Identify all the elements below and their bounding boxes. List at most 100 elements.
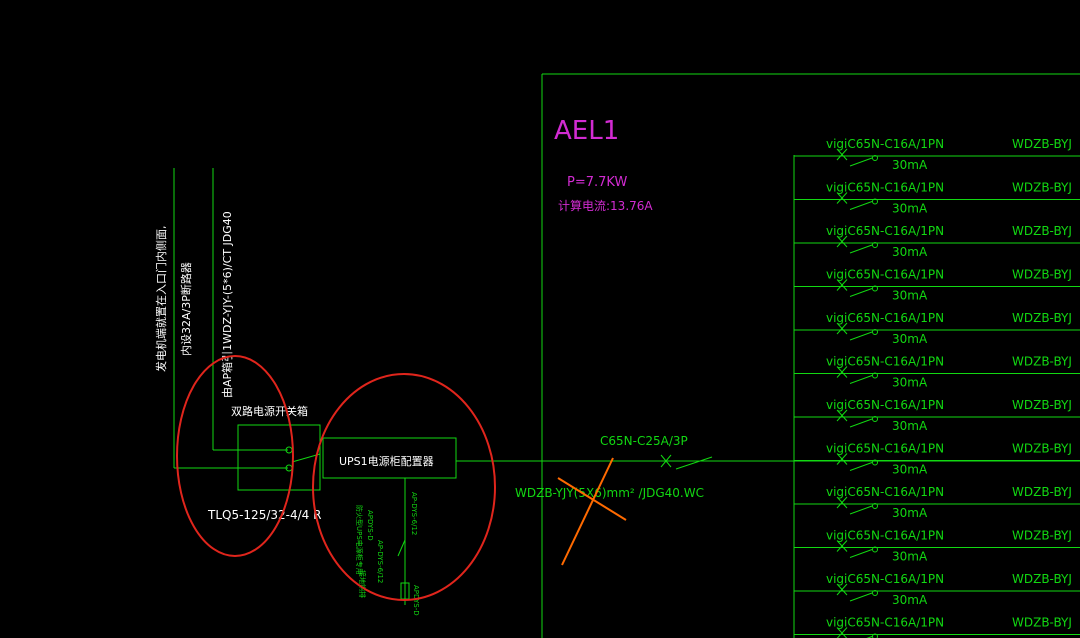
branch-breaker-x [836,583,848,596]
branch-cable-label: WDZB-BYJ [1012,485,1072,499]
ups-side-label-e: 接地铜排 [358,570,367,598]
incoming-feeder: 发电机端就置在入口门内侧面, 内设32A/3P断路器 由AP箱引1WDZ-YJY… [154,168,288,469]
branch-breaker-label: vigiC65N-C16A/1PN [826,355,944,369]
branch-leakage-label: 30mA [892,550,928,564]
branch-cable-label: WDZB-BYJ [1012,181,1072,195]
branch-circuits: vigiC65N-C16A/1PN 30mA WDZB-BYJ vigiC65N-C1… [794,137,1080,638]
branch-breaker-x [836,366,848,378]
ups-unit: UPS1电源柜配置器 AP-DYS-6/12 防火型UPS电源柜专用 APDYS… [322,437,1080,616]
generator-note: 发电机端就置在入口门内侧面, [154,226,168,373]
branch-switch-blade [849,462,873,471]
ups-side-label-c: APDYS-D [366,510,374,541]
markup-annotations [176,355,627,601]
branch-switch-blade [849,549,873,558]
branch-cable-label: WDZB-BYJ [1012,529,1072,543]
branch-leakage-label: 30mA [892,637,928,638]
branch-breaker-x [836,322,848,335]
branch-switch-contact [872,285,878,292]
branch-breaker-label: vigiC65N-C16A/1PN [826,137,944,151]
branch-leakage-label: 30mA [892,506,928,520]
branch-cable-label: WDZB-BYJ [1012,572,1072,586]
branch-breaker-x [836,148,848,161]
branch-switch-contact [872,198,878,205]
red-circle-switch [176,355,294,557]
switch-blade [291,453,321,463]
branch-leakage-label: 30mA [892,593,928,607]
breaker-note: 内设32A/3P断路器 [179,262,193,356]
branch-switch-contact [872,372,878,379]
branch-breaker-x [836,496,848,509]
red-circle-ups [312,373,496,601]
branch-cable-label: WDZB-BYJ [1012,137,1072,151]
branch-breaker-label: vigiC65N-C16A/1PN [826,442,944,456]
branch-breaker-label: vigiC65N-C16A/1PN [826,398,944,412]
orange-cross-b [557,477,627,521]
branch-switch-contact [872,242,878,248]
branch-breaker-label: vigiC65N-C16A/1PN [826,224,944,238]
branch-switch-contact [872,590,878,596]
branch-switch-contact [872,155,878,161]
branch-switch-blade [849,244,873,254]
main-breaker-blade [675,456,713,470]
branch-cable-label: WDZB-BYJ [1012,442,1072,456]
branch-switch-blade [849,375,873,384]
branch-leakage-label: 30mA [892,419,928,433]
panel-power: P=7.7KW [567,175,627,190]
branch-switch-contact [872,546,878,553]
panel-name: AEL1 [554,116,619,146]
branch-switch-contact [872,416,878,422]
panel-current: 计算电流:13.76A [558,198,653,213]
ups-down-switch [397,539,406,557]
ups-side-label-d: AP-DYS-6/12 [410,492,418,535]
branch-breaker-x [836,453,848,465]
branch-breaker-label: vigiC65N-C16A/1PN [826,572,944,586]
branch-breaker-label: vigiC65N-C16A/1PN [826,529,944,543]
ups-side-label-f: APDYS-D [412,585,420,616]
branch-breaker-x [836,540,848,552]
branch-switch-blade [849,418,873,428]
branch-switch-blade [849,331,873,341]
branch-breaker-label: vigiC65N-C16A/1PN [826,616,944,630]
branch-breaker-label: vigiC65N-C16A/1PN [826,181,944,195]
branch-leakage-label: 30mA [892,245,928,259]
branch-switch-contact [872,633,878,638]
branch-breaker-x [836,235,848,248]
switch-box [237,424,321,491]
branch-cable-label: WDZB-BYJ [1012,311,1072,325]
ups-label: UPS1电源柜配置器 [339,454,434,468]
branch-breaker-label: vigiC65N-C16A/1PN [826,485,944,499]
switch-title: 双路电源开关箱 [231,404,308,418]
branch-leakage-label: 30mA [892,376,928,390]
branch-breaker-x [836,192,848,204]
branch-cable-label: WDZB-BYJ [1012,616,1072,630]
panel-ael1: AEL1 P=7.7KW 计算电流:13.76A [541,73,1080,638]
branch-switch-contact [872,503,878,509]
branch-switch-blade [849,201,873,210]
branch-switch-blade [849,157,873,167]
ups-side-label-a: AP-DYS-6/12 [376,540,384,583]
main-breaker-x2 [660,454,672,468]
branch-cable-label: WDZB-BYJ [1012,398,1072,412]
branch-switch-blade [849,592,873,602]
branch-breaker-x [836,409,848,422]
main-cable-label: WDZB-YJY(5X6)mm² /JDG40.WC [515,486,704,500]
branch-breaker-label: vigiC65N-C16A/1PN [826,268,944,282]
branch-leakage-label: 30mA [892,332,928,346]
branch-cable-label: WDZB-BYJ [1012,224,1072,238]
switch-model: TLQ5-125/32-4/4 R [207,508,321,522]
branch-leakage-label: 30mA [892,202,928,216]
branch-cable-label: WDZB-BYJ [1012,268,1072,282]
branch-leakage-label: 30mA [892,289,928,303]
feeder-cable-note: 由AP箱引1WDZ-YJY-(5*6)/CT JDG40 [220,211,234,398]
dual-power-switch: 双路电源开关箱 TLQ5-125/32-4/4 R [207,404,321,522]
main-breaker-label: C65N-C25A/3P [600,434,688,448]
main-breaker: C65N-C25A/3P WDZB-YJY(5X6)mm² /JDG40.WC [515,434,713,500]
orange-cross-a [561,457,614,566]
branch-leakage-label: 30mA [892,463,928,477]
branch-switch-blade [849,505,873,515]
branch-switch-contact [872,459,878,466]
branch-cable-label: WDZB-BYJ [1012,355,1072,369]
branch-switch-contact [872,329,878,335]
branch-breaker-x [836,279,848,291]
